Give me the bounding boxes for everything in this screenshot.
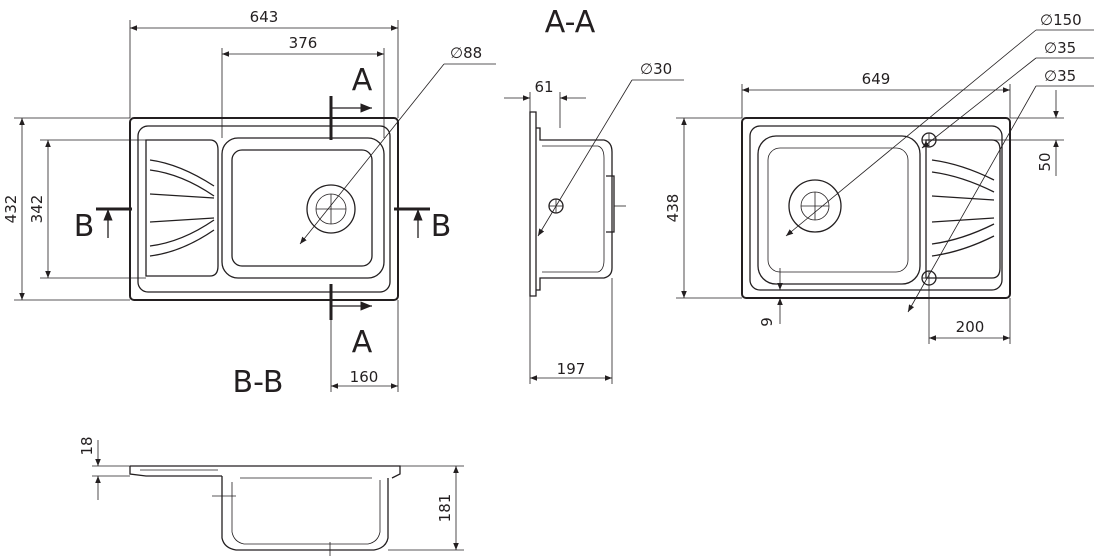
top-view: A A B B 643 376 432 342 160 ∅88: [2, 8, 496, 392]
side-drain-flange: [606, 175, 615, 233]
side-rim: [529, 111, 537, 297]
rib: [931, 195, 995, 201]
rib: [931, 171, 995, 193]
dim-depth: 197: [557, 360, 586, 378]
dim-offset-top: 50: [1036, 152, 1054, 171]
dim-tap-hole-2: ∅35: [1044, 67, 1076, 85]
dim-bottom-width: 649: [862, 70, 891, 88]
bottom-outline: [741, 117, 1011, 299]
dim-height: 432: [2, 195, 20, 224]
rib: [931, 159, 995, 181]
side-bowl-outer: [536, 127, 613, 291]
bb-bowl-inner: [231, 480, 381, 545]
rib: [931, 217, 995, 223]
cut-label-b-right: B: [431, 209, 452, 244]
drain-groove: [149, 229, 215, 257]
section-aa-title: A-A: [545, 5, 596, 40]
dim-offset-bottom: 9: [758, 317, 776, 327]
dim-bottom-height: 438: [664, 194, 682, 223]
bb-top-edge: [130, 465, 401, 479]
dim-overflow-diameter: ∅30: [640, 60, 672, 78]
dim-drain-offset: 160: [350, 368, 379, 386]
drain-groove: [149, 219, 215, 247]
drain-groove: [149, 169, 215, 197]
side-bowl-inner: [542, 145, 605, 273]
dim-tap-hole-1: ∅35: [1044, 39, 1076, 57]
drainboard: [145, 139, 219, 277]
bb-bowl-outer: [221, 476, 389, 551]
cut-label-a-top: A: [352, 63, 373, 98]
dim-rim: 61: [534, 78, 553, 96]
cut-label-b-left: B: [74, 209, 95, 244]
section-aa-view: A-A 61 197 ∅30: [504, 5, 684, 384]
bottom-drainboard: [925, 139, 1001, 279]
dim-drain-diameter: ∅88: [450, 44, 482, 62]
rib: [931, 235, 995, 257]
bottom-drain-hole: [788, 179, 842, 233]
rib: [931, 223, 995, 245]
dim-width: 643: [250, 8, 279, 26]
drain-groove: [149, 159, 215, 187]
section-bb-title: B-B: [233, 365, 284, 400]
dim-offset-right: 200: [956, 318, 985, 336]
dim-rim-thickness: 18: [78, 436, 96, 455]
dim-bottom-drain-diameter: ∅150: [1040, 11, 1082, 29]
drain-hole: [306, 184, 356, 234]
section-bb-view: B-B 18 181: [78, 365, 464, 556]
bowl-outline: [221, 137, 385, 279]
dim-section-depth: 181: [436, 494, 454, 523]
bottom-bowl-inner: [767, 147, 909, 273]
sink-rim: [137, 125, 391, 293]
drain-groove: [149, 193, 215, 199]
sink-outline: [129, 117, 399, 301]
cut-label-a-bottom: A: [352, 325, 373, 360]
bb-left-rim: [129, 466, 222, 477]
bottom-rim: [749, 125, 1003, 291]
dim-inner-height: 342: [28, 195, 46, 224]
bowl-inner: [231, 149, 373, 267]
dim-bowl-width: 376: [289, 34, 318, 52]
bottom-view: 649 438 50 9 200 ∅150 ∅35 ∅35: [664, 11, 1094, 344]
drain-groove: [149, 217, 215, 223]
bottom-bowl: [757, 135, 921, 285]
